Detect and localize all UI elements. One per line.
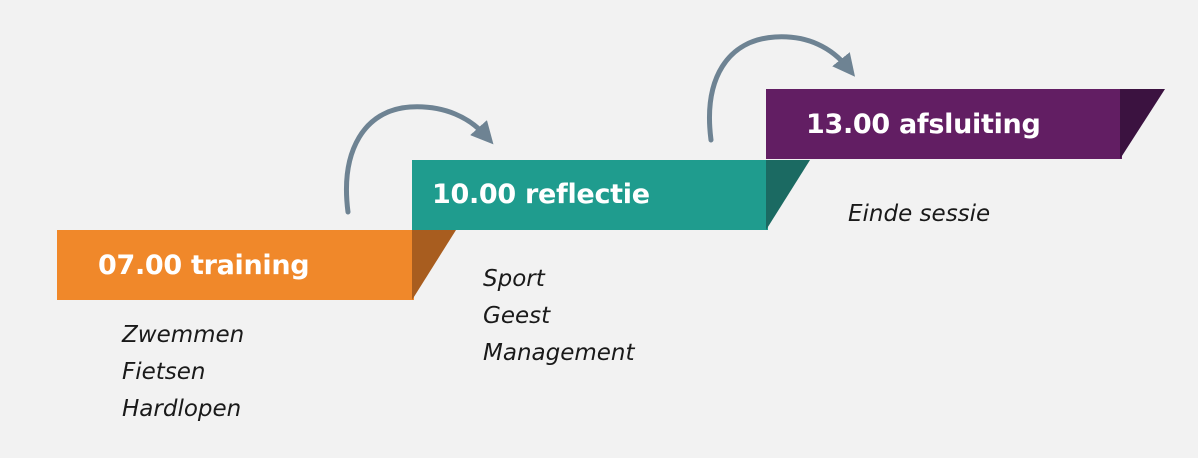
step-2-items: Sport Geest Management [483, 261, 635, 372]
step-2-bar [412, 160, 768, 230]
list-item: Geest [483, 303, 551, 329]
list-item: Fietsen [122, 359, 206, 385]
step-2-title: 10.00 reflectie [432, 179, 650, 210]
step-2-fold [766, 160, 810, 230]
step-1-title: 07.00 training [98, 250, 310, 281]
list-item: Zwemmen [122, 322, 245, 348]
list-item: Management [483, 340, 635, 366]
step-3-items: Einde sessie [848, 196, 990, 233]
step-3-title: 13.00 afsluiting [806, 109, 1041, 140]
list-item: Sport [483, 266, 545, 292]
list-item: Einde sessie [848, 201, 991, 227]
curved-arrow-icon [707, 34, 856, 143]
step-1-fold [412, 230, 456, 300]
step-1-bar [57, 230, 414, 300]
curved-arrow-icon [344, 104, 494, 215]
step-3-fold [1120, 89, 1165, 159]
list-item: Hardlopen [122, 396, 242, 422]
step-1-items: Zwemmen Fietsen Hardlopen [122, 317, 244, 428]
step-3-bar [766, 89, 1122, 159]
